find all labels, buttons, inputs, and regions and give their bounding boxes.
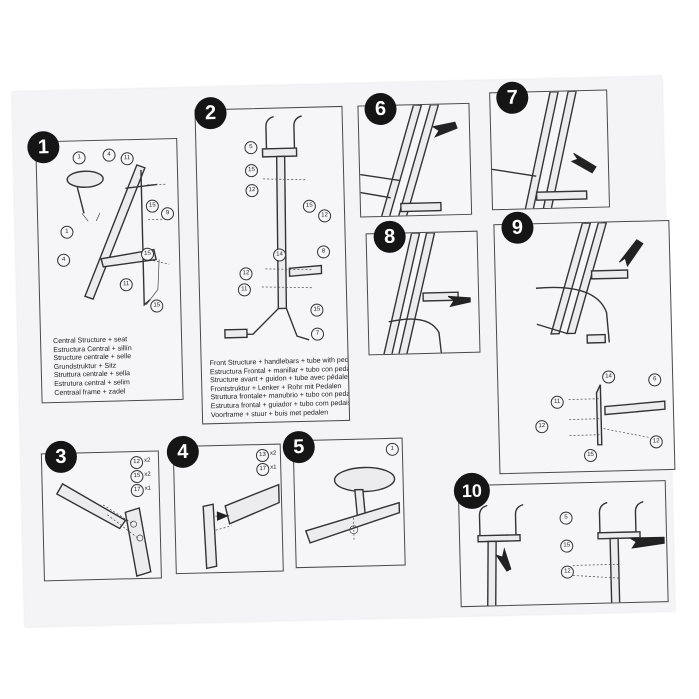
step-4-hardware-qty: x2	[269, 450, 277, 457]
step-7-panel	[489, 89, 610, 211]
step-4-panel: 13 x2 17 x1	[172, 443, 284, 575]
step-5-illustration	[304, 466, 401, 544]
step-8-illustration	[382, 231, 471, 356]
step-3-hardware-qty: x2	[144, 471, 151, 478]
step-3-hardware-qty: x2	[143, 457, 151, 464]
step-2-panel: 5 15 12 15 12 8 14 12 11 15 7 Front Stru…	[194, 105, 351, 425]
step-8-panel	[365, 230, 481, 356]
step-9-panel: 14 6 11 12 15 12	[493, 219, 676, 475]
step-1-caption: Central Structure + seat Estructura Cent…	[53, 336, 132, 397]
step-4-illustration	[202, 483, 280, 570]
step-5-panel: 1	[292, 437, 406, 569]
step-3-hardware-qty: x1	[144, 485, 152, 492]
step-3-panel: 12 x2 15 x2 17 x1	[40, 450, 162, 582]
step-4-hardware-qty: x1	[270, 464, 277, 471]
step-1-illustration	[66, 164, 170, 307]
step-7-illustration	[491, 90, 597, 211]
step-9-illustration	[535, 221, 666, 446]
step-10-illustration	[477, 501, 665, 608]
step-1-panel: 1 4 11 15 9 15 1 4 11 15 Central Structu…	[35, 137, 184, 404]
instruction-sheet: 1 4 11 15 9 15 1 4 11 15 Central Structu…	[12, 76, 676, 627]
step-3-illustration	[55, 482, 152, 577]
step-10-panel: 5 15 12	[457, 480, 669, 608]
step-2-caption: Front Structure + handlebars + tube with…	[209, 356, 351, 419]
